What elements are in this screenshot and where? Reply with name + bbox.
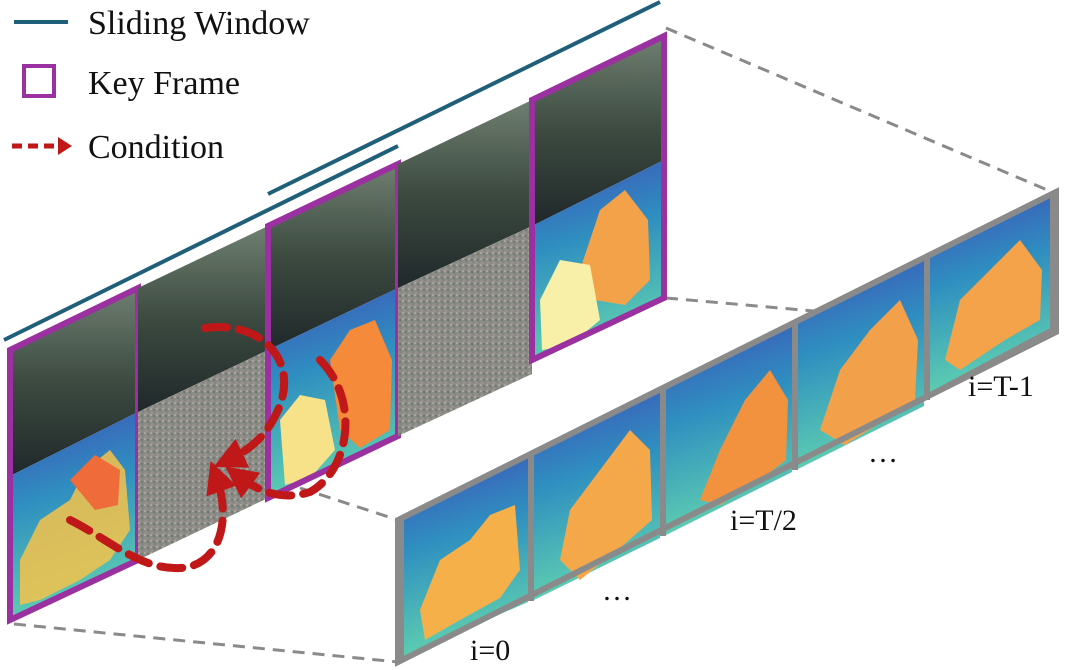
frame-4-noise — [398, 226, 532, 436]
ellipsis-top: … — [868, 436, 898, 469]
connector-left — [299, 486, 399, 522]
depth-strip — [395, 187, 1059, 667]
frame-5-key-border — [529, 31, 667, 365]
index-labels: i=0 i=T/2 i=T-1 … … — [470, 370, 1034, 667]
legend: Sliding Window Key Frame Condition — [12, 5, 310, 166]
condition-arrow-3 — [66, 460, 237, 573]
strip-outline — [395, 187, 1059, 667]
frame-5-photo — [532, 36, 664, 226]
sliding-window-lines — [3, 0, 661, 342]
frame-2-noise — [138, 350, 268, 560]
label-i-t-half: i=T/2 — [730, 504, 797, 537]
frame-1-depth-figure-2 — [70, 455, 120, 510]
frame-5-depth-figure-2 — [540, 260, 600, 350]
connector-top — [665, 26, 1053, 194]
sliding-window-line-2 — [267, 0, 661, 196]
legend-label-key-frame: Key Frame — [88, 65, 240, 102]
label-i-t-minus-1: i=T-1 — [968, 370, 1034, 403]
strip-frame-1-figure — [560, 430, 652, 580]
strip-frame-4-figure — [945, 240, 1042, 370]
condition-arrows — [66, 322, 350, 573]
sliding-window-line-1 — [3, 144, 399, 342]
ellipsis-bottom: … — [602, 574, 632, 607]
label-i-0: i=0 — [470, 634, 510, 667]
strip-frame-0-figure — [420, 505, 520, 640]
condition-arrow-1 — [201, 322, 288, 468]
strip-frame-2-figure — [700, 370, 788, 505]
frame-5-depth-figure — [580, 190, 650, 305]
strip-frame-3-figure — [820, 300, 918, 445]
frame-3-depth-figure — [330, 320, 392, 448]
key-frame-square-icon — [22, 64, 56, 98]
frame-sequence — [7, 31, 667, 625]
legend-label-condition: Condition — [88, 129, 224, 166]
frame-4-photo — [398, 100, 532, 288]
frame-3-depth-figure-2 — [280, 395, 335, 485]
condition-arrow-head-icon — [58, 137, 72, 155]
connector-bottom — [13, 622, 399, 664]
condition-arrow-2 — [225, 356, 350, 500]
strip-frame-dividers — [528, 258, 930, 601]
legend-label-sliding-window: Sliding Window — [88, 5, 310, 42]
